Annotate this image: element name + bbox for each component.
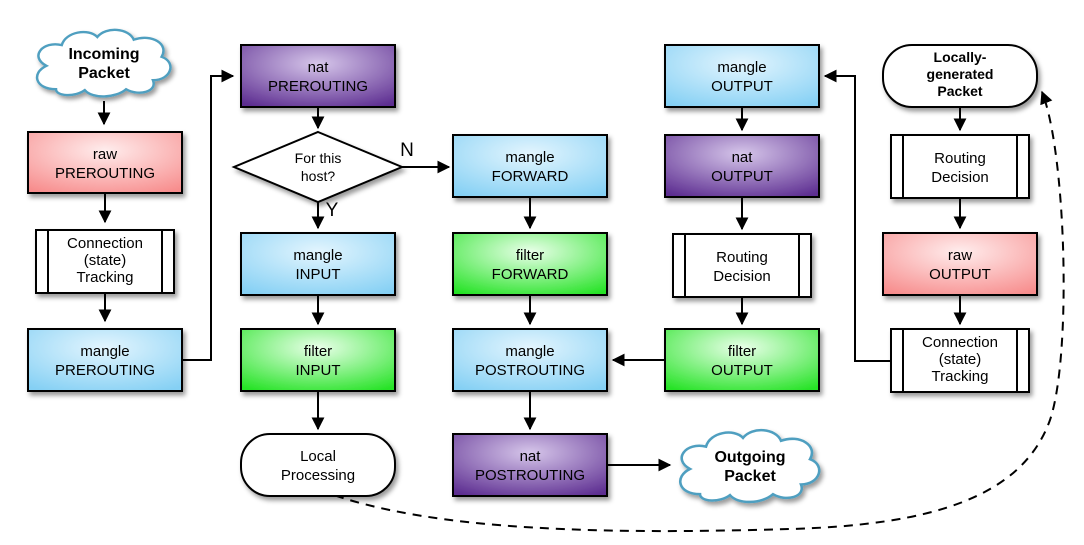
connection-tracking-in-label: Tracking <box>77 269 134 286</box>
node-connection-tracking-in: Connection (state) Tracking <box>35 229 175 294</box>
mangle-input-label: mangle <box>293 247 342 264</box>
edges: N Y <box>97 69 1065 533</box>
nat-output-box <box>664 134 820 198</box>
branch-no-label: N <box>400 140 414 161</box>
connection-tracking-in-box <box>35 229 175 294</box>
node-nat-prerouting: nat PREROUTING <box>240 44 396 108</box>
filter-output-label: filter <box>728 343 756 360</box>
local-processing-box <box>240 433 396 497</box>
node-incoming-packet: Incoming Packet <box>35 28 172 98</box>
mangle-forward-box <box>452 134 608 198</box>
mangle-forward-label: mangle <box>505 149 554 166</box>
arrow-conntrack-to-mangle-output <box>823 69 891 362</box>
node-routing-decision-local: Routing Decision <box>890 134 1030 199</box>
connection-tracking-in-label: (state) <box>84 252 127 269</box>
mangle-prerouting-box <box>27 328 183 392</box>
arrow-mangle-prerouting-to-nat-prerouting <box>182 69 235 361</box>
routing-decision-local-label: Decision <box>931 169 989 186</box>
node-locally-generated-packet: Locally- generated Packet <box>882 44 1038 108</box>
mangle-postrouting-label: mangle <box>505 343 554 360</box>
raw-prerouting-label: raw <box>93 146 117 163</box>
filter-input-box <box>240 328 396 392</box>
raw-output-label: OUTPUT <box>929 266 991 283</box>
for-this-host-label: For this <box>295 150 342 166</box>
outgoing-packet-label: Outgoing <box>714 449 785 466</box>
mangle-input-box <box>240 232 396 296</box>
local-processing-label: Processing <box>281 467 355 484</box>
filter-forward-label: FORWARD <box>492 266 569 283</box>
mangle-output-label: OUTPUT <box>711 78 773 95</box>
node-nat-postrouting: nat POSTROUTING <box>452 433 608 497</box>
node-routing-decision-out: Routing Decision <box>672 233 812 298</box>
node-raw-prerouting: raw PREROUTING <box>27 131 183 194</box>
raw-prerouting-label: PREROUTING <box>55 165 155 182</box>
node-raw-output: raw OUTPUT <box>882 232 1038 296</box>
node-mangle-prerouting: mangle PREROUTING <box>27 328 183 392</box>
node-mangle-output: mangle OUTPUT <box>664 44 820 108</box>
mangle-output-label: mangle <box>717 59 766 76</box>
node-nat-output: nat OUTPUT <box>664 134 820 198</box>
raw-output-box <box>882 232 1038 296</box>
node-filter-input: filter INPUT <box>240 328 396 392</box>
filter-forward-box <box>452 232 608 296</box>
nat-output-label: nat <box>732 149 754 166</box>
cloud-shape <box>35 28 172 98</box>
cloud-shape <box>678 428 821 504</box>
locally-generated-packet-label: Locally- <box>934 49 987 65</box>
incoming-packet-label: Incoming <box>68 46 139 63</box>
connection-tracking-out-box <box>890 328 1030 393</box>
node-local-processing: Local Processing <box>240 433 396 497</box>
mangle-output-box <box>664 44 820 108</box>
nat-postrouting-box <box>452 433 608 497</box>
node-outgoing-packet: Outgoing Packet <box>678 428 821 504</box>
locally-generated-packet-label: Packet <box>937 83 982 99</box>
mangle-prerouting-label: PREROUTING <box>55 362 155 379</box>
nat-prerouting-label: nat <box>308 59 330 76</box>
mangle-prerouting-label: mangle <box>80 343 129 360</box>
connection-tracking-in-label: Connection <box>67 235 143 252</box>
filter-forward-label: filter <box>516 247 544 264</box>
for-this-host-label: host? <box>301 168 335 184</box>
node-mangle-postrouting: mangle POSTROUTING <box>452 328 608 392</box>
dashed-arrow-local-processing-to-locally-generated <box>319 90 1065 533</box>
node-for-this-host-decision: For this host? <box>231 130 405 204</box>
nat-prerouting-label: PREROUTING <box>268 78 368 95</box>
mangle-input-label: INPUT <box>296 266 341 283</box>
routing-decision-local-label: Routing <box>934 150 986 167</box>
nat-postrouting-label: POSTROUTING <box>475 467 585 484</box>
routing-decision-out-box <box>672 233 812 298</box>
node-filter-output: filter OUTPUT <box>664 328 820 392</box>
mangle-postrouting-label: POSTROUTING <box>475 362 585 379</box>
filter-input-label: filter <box>304 343 332 360</box>
routing-decision-local-box <box>890 134 1030 199</box>
filter-input-label: INPUT <box>296 362 341 379</box>
mangle-postrouting-box <box>452 328 608 392</box>
node-connection-tracking-out: Connection (state) Tracking <box>890 328 1030 393</box>
incoming-packet-label: Packet <box>78 65 130 82</box>
nat-prerouting-box <box>240 44 396 108</box>
node-mangle-forward: mangle FORWARD <box>452 134 608 198</box>
local-processing-label: Local <box>300 448 336 465</box>
locally-generated-packet-box <box>882 44 1038 108</box>
locally-generated-packet-label: generated <box>927 66 994 82</box>
connection-tracking-out-label: Connection <box>922 334 998 351</box>
routing-decision-out-label: Decision <box>713 268 771 285</box>
decision-diamond <box>231 130 405 204</box>
nat-output-label: OUTPUT <box>711 168 773 185</box>
connection-tracking-out-label: (state) <box>939 351 982 368</box>
node-filter-forward: filter FORWARD <box>452 232 608 296</box>
connection-tracking-out-label: Tracking <box>932 368 989 385</box>
filter-output-label: OUTPUT <box>711 362 773 379</box>
filter-output-box <box>664 328 820 392</box>
branch-yes-label: Y <box>326 200 339 221</box>
nat-postrouting-label: nat <box>520 448 542 465</box>
raw-prerouting-box <box>27 131 183 194</box>
routing-decision-out-label: Routing <box>716 249 768 266</box>
raw-output-label: raw <box>948 247 972 264</box>
node-mangle-input: mangle INPUT <box>240 232 396 296</box>
outgoing-packet-label: Packet <box>724 468 776 485</box>
mangle-forward-label: FORWARD <box>492 168 569 185</box>
